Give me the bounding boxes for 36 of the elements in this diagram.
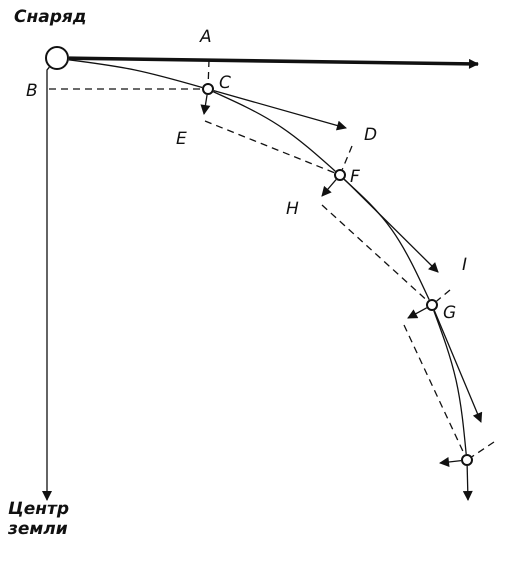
dashed-line [322, 204, 428, 302]
trajectory-curve [344, 178, 430, 300]
point-label: H [286, 200, 299, 220]
point-label: B [26, 82, 38, 102]
point-circle [461, 454, 473, 466]
arrow [321, 179, 337, 197]
arrow [407, 307, 428, 319]
point-label: E [176, 130, 187, 150]
arrow [200, 94, 210, 115]
arrow [42, 66, 52, 501]
trajectory-curve [68, 59, 202, 88]
trajectory-curve [433, 310, 467, 454]
arrow [462, 466, 473, 501]
arrow [344, 178, 439, 273]
arrow [68, 56, 479, 69]
point-circle [334, 169, 346, 181]
object-label: Снаряд [14, 8, 87, 28]
point-circle [202, 83, 214, 95]
projectile-circle [45, 46, 69, 70]
dashed-line [472, 441, 494, 458]
axis-label-text: Центр земли [8, 499, 70, 539]
arrow [214, 90, 347, 130]
dashed-line [49, 88, 202, 90]
point-label: I [462, 256, 468, 276]
point-label: C [219, 74, 231, 94]
point-label: G [443, 304, 456, 324]
dashed-line [342, 146, 353, 170]
point-label: F [350, 168, 360, 188]
point-label: A [200, 28, 212, 48]
arrow [434, 310, 482, 423]
trajectory-curve [213, 91, 336, 172]
arrow [439, 457, 462, 467]
point-circle [426, 299, 438, 311]
point-label: D [364, 126, 378, 146]
dashed-line [436, 290, 450, 302]
dashed-line [204, 120, 335, 174]
